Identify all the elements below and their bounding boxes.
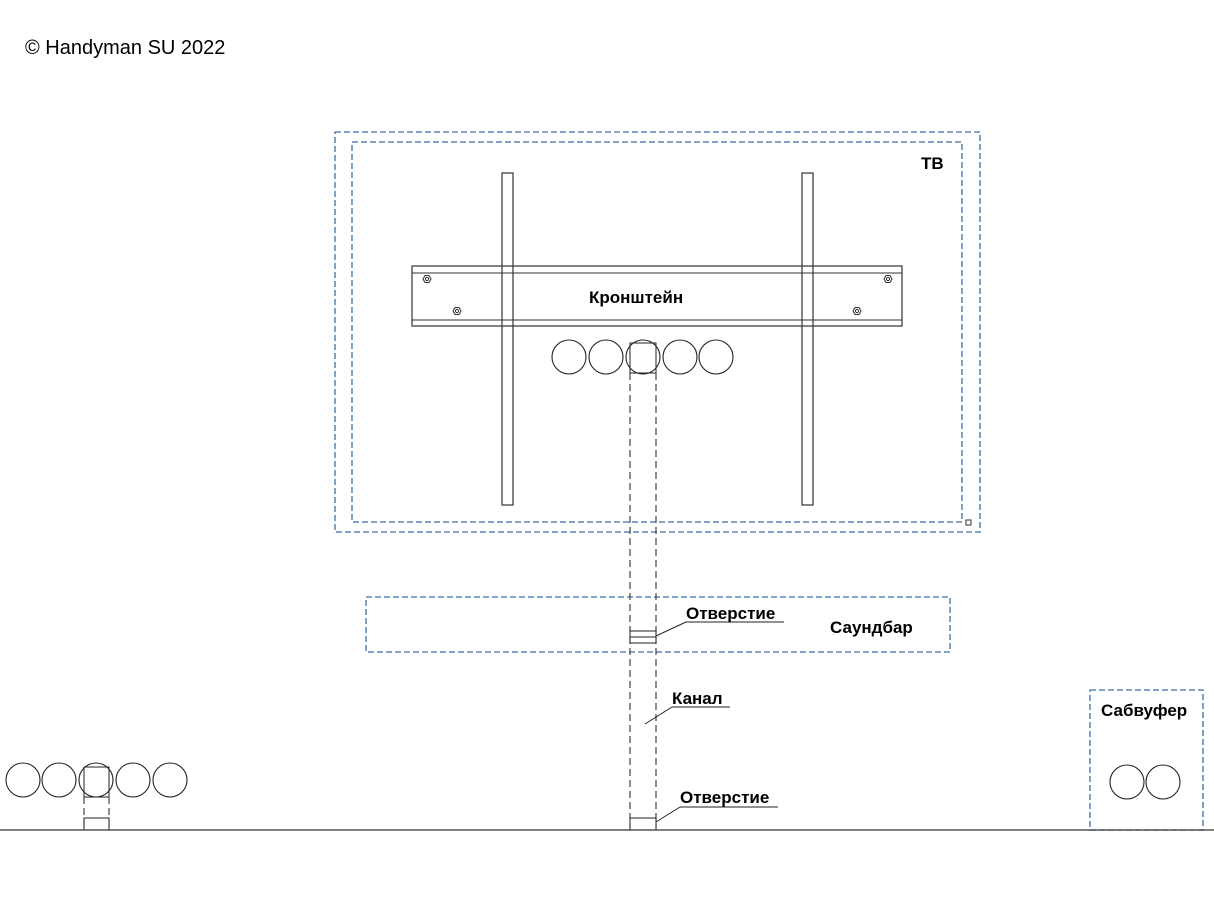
channel-callout: Канал [644, 689, 730, 725]
cable-circle [41, 762, 77, 798]
subwoofer-label: Сабвуфер [1101, 701, 1187, 720]
bracket: Кронштейн [411, 265, 903, 327]
cable-circle [698, 339, 734, 375]
tv: ТВ [334, 131, 981, 533]
copyright-text: © Handyman SU 2022 [25, 37, 225, 59]
bolt-icon [852, 307, 862, 315]
soundbar: Саундбар [365, 596, 951, 653]
soundbar-label: Саундбар [830, 618, 913, 637]
channel-label: Канал [672, 689, 723, 708]
cable-circle [1145, 764, 1181, 800]
floor-cable-bundle [5, 762, 188, 831]
bolt-icon [883, 275, 893, 283]
cable-circle [588, 339, 624, 375]
hole-bottom-box [629, 817, 657, 831]
tv-cable-bundle [551, 339, 734, 375]
cable-circle [115, 762, 151, 798]
cable-channel [629, 373, 657, 828]
mount-rail-right [801, 172, 814, 506]
hole-bottom-leader [655, 806, 681, 823]
hole-bottom: Отверстие [629, 788, 778, 831]
cable-circle [1109, 764, 1145, 800]
tv-outer-outline [334, 131, 981, 533]
cable-circle [551, 339, 587, 375]
subwoofer: Сабвуфер [1089, 689, 1204, 831]
hole-top: Отверстие [629, 604, 784, 644]
bolt-icon [422, 275, 432, 283]
tv-label: ТВ [921, 154, 944, 173]
bolt-icon [452, 307, 462, 315]
cable-circle [5, 762, 41, 798]
hole-bottom-label: Отверстие [680, 788, 769, 807]
floor-channel-entry [83, 766, 110, 798]
mount-rail-left [501, 172, 514, 506]
floor-hole-box [83, 817, 110, 831]
soundbar-outline [365, 596, 951, 653]
cable-circle [625, 339, 661, 375]
channel-entry [629, 342, 657, 374]
bracket-outline [411, 265, 903, 327]
hole-top-leader [655, 621, 687, 637]
bracket-label: Кронштейн [589, 288, 683, 307]
cable-circle [662, 339, 698, 375]
hole-top-label: Отверстие [686, 604, 775, 623]
channel-leader [644, 706, 673, 725]
tv-inner-outline [351, 141, 963, 523]
cable-circle [152, 762, 188, 798]
tv-corner-mark [965, 519, 972, 526]
